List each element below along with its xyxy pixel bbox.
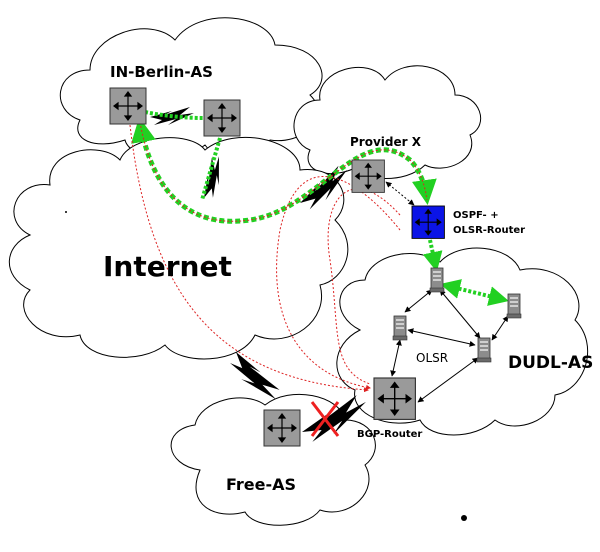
route-path-red-bgp-3 bbox=[327, 188, 401, 385]
router-icon bbox=[351, 159, 385, 193]
label-provider-x: Provider X bbox=[350, 135, 422, 149]
dot-mark bbox=[65, 211, 67, 213]
route-path-red-bgp-1 bbox=[129, 124, 369, 393]
label-free-as: Free-AS bbox=[226, 475, 296, 494]
link-dudl-6 bbox=[417, 357, 479, 403]
link-dudl-1 bbox=[404, 289, 433, 313]
label-dudl-as: DUDL-AS bbox=[508, 353, 593, 373]
route-path-red bbox=[139, 121, 428, 222]
label-olsr: OLSR bbox=[416, 351, 448, 365]
label-ospf-line2: OLSR-Router bbox=[453, 225, 525, 236]
label-internet: Internet bbox=[103, 250, 232, 283]
label-ospf-line1: OSPF- + bbox=[453, 210, 499, 221]
link-provider-ospf bbox=[385, 181, 415, 206]
dot-mark bbox=[461, 515, 467, 521]
cloud-internet bbox=[8, 136, 349, 360]
router-icon bbox=[263, 409, 301, 447]
cloud-provider-x bbox=[293, 65, 482, 179]
ospf-olsr-router-icon bbox=[411, 205, 445, 239]
router-icon bbox=[203, 99, 241, 137]
server-icon bbox=[506, 293, 522, 319]
label-bgp-router: BGP-Router bbox=[357, 429, 422, 440]
server-icon bbox=[429, 267, 445, 293]
bgp-router-icon bbox=[373, 377, 417, 421]
link-dudl-5 bbox=[390, 339, 402, 377]
link-dudl-4 bbox=[491, 315, 509, 341]
route-path-green bbox=[131, 117, 437, 224]
router-icon bbox=[109, 87, 147, 125]
server-icon bbox=[392, 315, 408, 341]
cloud-berlin-as bbox=[59, 17, 323, 159]
server-icon bbox=[476, 337, 492, 363]
cross-icon bbox=[310, 401, 340, 437]
label-berlin-as: IN-Berlin-AS bbox=[110, 63, 213, 81]
green-link-berlin bbox=[144, 110, 204, 120]
link-dudl-3 bbox=[407, 328, 476, 347]
